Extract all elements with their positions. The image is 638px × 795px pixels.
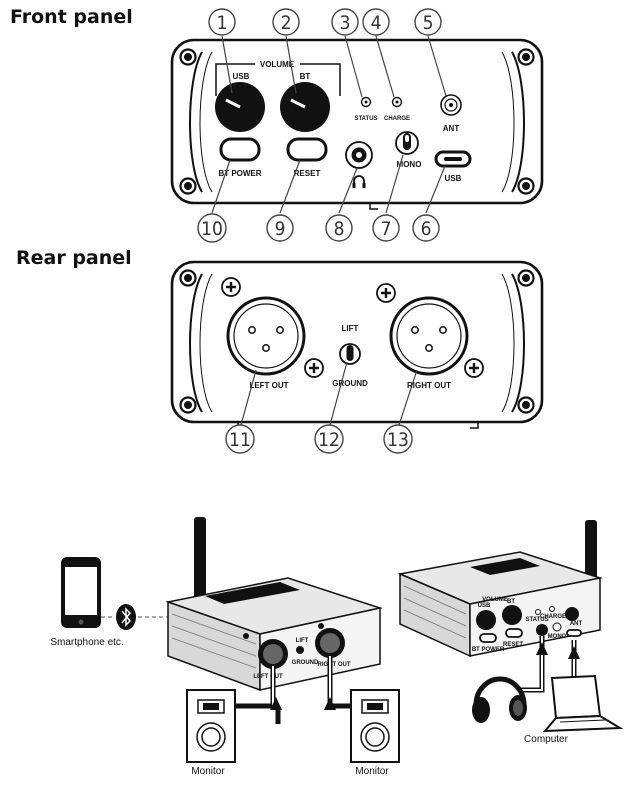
svg-text:USB: USB <box>478 603 491 609</box>
reset-label: RESET <box>294 169 321 178</box>
svg-text:GROUND: GROUND <box>292 660 319 666</box>
headphones-icon <box>472 676 527 723</box>
receiver-rear-view: LEFT OUT RIGHT OUT LIFT GROUND <box>165 517 383 692</box>
callout-6: 6 <box>412 214 440 242</box>
monitor-left-icon <box>186 689 236 763</box>
usb-volume-knob[interactable] <box>215 82 265 132</box>
mono-switch[interactable] <box>395 131 419 155</box>
headphone-jack[interactable] <box>345 141 373 169</box>
right-out-label: RIGHT OUT <box>407 381 451 390</box>
svg-text:ANT: ANT <box>570 621 583 627</box>
svg-text:7: 7 <box>381 218 392 240</box>
rear-callout-lines <box>240 361 418 426</box>
callout-4: 4 <box>362 8 390 36</box>
svg-text:MONO: MONO <box>548 634 567 640</box>
xlr-screw-icon <box>463 357 485 379</box>
bluetooth-icon <box>116 604 136 630</box>
screw-icon <box>517 48 535 66</box>
rear-panel: LEFT OUT RIGHT OUT LIFT GROUND <box>170 260 544 429</box>
callout-2: 2 <box>272 8 300 36</box>
computer-caption: Computer <box>524 734 569 745</box>
callout-3: 3 <box>331 8 359 36</box>
front-panel: VOLUME USB BT STATUS CHARGE ANT <box>170 38 544 210</box>
monitor-left-caption: Monitor <box>191 766 225 777</box>
bt-volume-knob[interactable] <box>280 82 330 132</box>
svg-text:12: 12 <box>318 429 340 451</box>
callout-12: 12 <box>314 424 344 454</box>
receiver-front-view: VOLUME USB BT STATUS CHARGE ANT BT POWER… <box>397 520 603 658</box>
callout-10: 10 <box>197 213 227 243</box>
svg-text:4: 4 <box>371 12 382 34</box>
screw-icon <box>517 269 535 287</box>
callout-5: 5 <box>414 8 442 36</box>
callout-1: 1 <box>208 8 236 36</box>
headphone-icon <box>352 175 366 188</box>
bt-power-label: BT POWER <box>218 169 261 178</box>
bt-power-button[interactable] <box>219 137 261 162</box>
svg-text:STATUS: STATUS <box>525 617 548 623</box>
volume-label: VOLUME <box>260 60 295 69</box>
reset-button[interactable] <box>286 137 328 162</box>
svg-text:10: 10 <box>201 218 223 240</box>
mono-label: MONO <box>397 160 422 169</box>
svg-text:2: 2 <box>281 12 292 34</box>
rear-panel-heading: Rear panel <box>16 247 132 269</box>
charge-led <box>391 96 403 108</box>
monitor-right-caption: Monitor <box>355 766 389 777</box>
svg-text:3: 3 <box>340 12 351 34</box>
status-led <box>360 96 372 108</box>
screw-icon <box>179 48 197 66</box>
svg-text:9: 9 <box>275 218 286 240</box>
svg-text:8: 8 <box>334 218 345 240</box>
lift-label: LIFT <box>342 324 359 333</box>
svg-text:11: 11 <box>229 429 251 451</box>
smartphone-icon <box>61 557 101 628</box>
screw-icon <box>179 177 197 195</box>
svg-text:VOLUME: VOLUME <box>482 597 508 603</box>
callout-13: 13 <box>383 424 413 454</box>
left-out-label: LEFT OUT <box>249 381 288 390</box>
left-out-xlr-connector[interactable] <box>226 296 306 376</box>
screw-icon <box>517 177 535 195</box>
xlr-screw-icon <box>375 282 397 304</box>
antenna-icon <box>194 517 206 607</box>
bt-knob-label: BT <box>300 72 311 81</box>
status-label: STATUS <box>354 116 377 122</box>
svg-text:LEFT OUT: LEFT OUT <box>253 674 283 680</box>
xlr-screw-icon <box>303 357 325 379</box>
monitor-right-icon <box>350 689 400 763</box>
svg-text:CHARGE: CHARGE <box>540 614 566 620</box>
laptop-icon <box>542 674 624 733</box>
xlr-screw-icon <box>220 276 242 298</box>
callout-7: 7 <box>372 214 400 242</box>
callout-11: 11 <box>225 424 255 454</box>
svg-text:RIGHT OUT: RIGHT OUT <box>318 662 351 668</box>
svg-text:BT: BT <box>507 599 515 605</box>
ground-label: GROUND <box>332 379 368 388</box>
front-panel-heading: Front panel <box>10 6 133 28</box>
svg-text:6: 6 <box>421 218 432 240</box>
svg-text:RESET: RESET <box>503 642 523 648</box>
screw-icon <box>517 396 535 414</box>
smartphone-caption: Smartphone etc. <box>50 637 123 648</box>
usb-port-label: USB <box>445 174 462 183</box>
screw-icon <box>179 269 197 287</box>
callout-8: 8 <box>325 214 353 242</box>
svg-text:LIFT: LIFT <box>296 638 309 644</box>
antenna-connector[interactable] <box>440 94 462 116</box>
svg-text:1: 1 <box>217 12 228 34</box>
ground-lift-switch[interactable] <box>339 343 361 365</box>
svg-text:BT POWER: BT POWER <box>472 647 505 653</box>
callout-9: 9 <box>266 214 294 242</box>
right-out-xlr-connector[interactable] <box>389 296 469 376</box>
svg-text:5: 5 <box>423 12 434 34</box>
charge-label: CHARGE <box>384 116 410 122</box>
svg-text:13: 13 <box>387 429 409 451</box>
front-callout-lines <box>211 35 447 214</box>
screw-icon <box>179 396 197 414</box>
ant-label: ANT <box>443 124 460 133</box>
usb-knob-label: USB <box>233 72 250 81</box>
